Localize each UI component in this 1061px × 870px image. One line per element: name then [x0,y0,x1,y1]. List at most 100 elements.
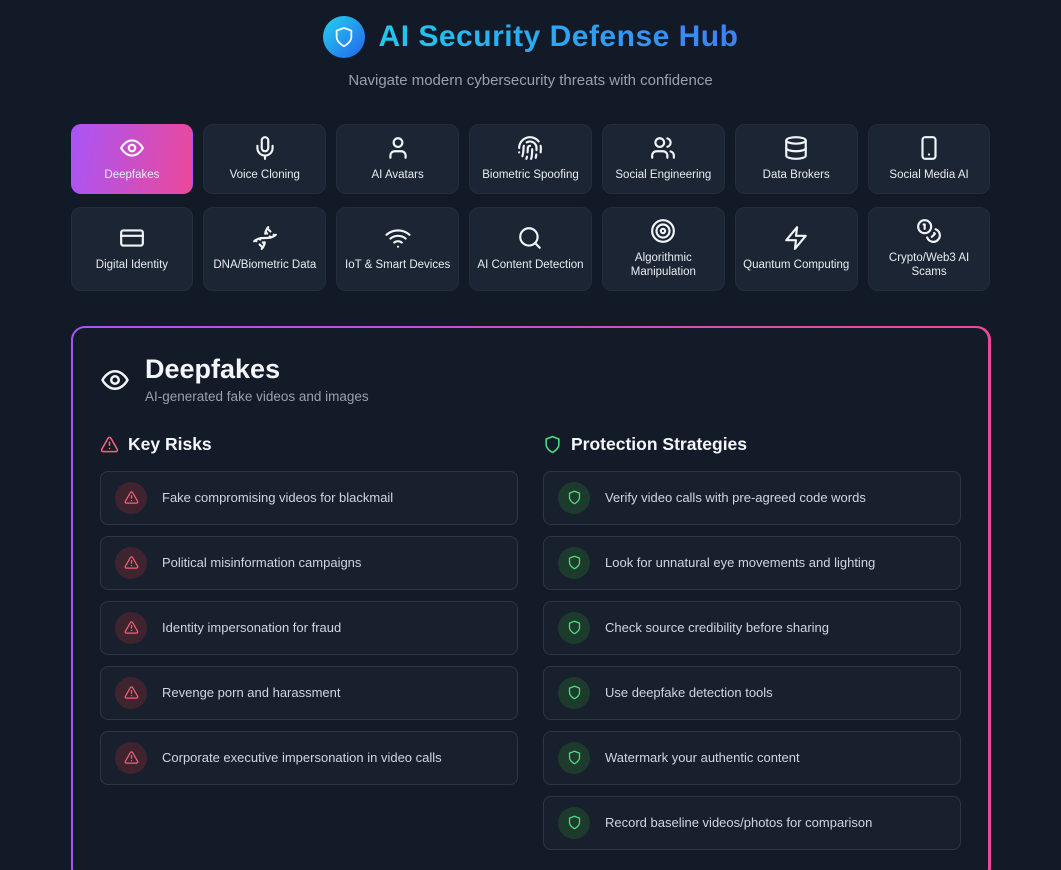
alert-triangle-icon [100,435,119,454]
category-label: AI Content Detection [477,259,584,272]
app-header: AI Security Defense Hub Navigate modern … [71,0,991,89]
alert-triangle-icon [115,741,147,774]
category-label: Social Media AI [889,169,969,182]
users-icon [650,135,676,161]
category-button-digital-identity[interactable]: Digital Identity [70,207,194,291]
risk-item: Corporate executive impersonation in vid… [100,730,518,785]
category-button-algorithmic-manipulation[interactable]: Algorithmic Manipulation [601,207,725,291]
risk-item-text: Corporate executive impersonation in vid… [162,750,442,766]
shield-icon [558,676,590,709]
strategy-item: Verify video calls with pre-agreed code … [543,470,961,525]
shield-icon [558,806,590,839]
risk-list: Fake compromising videos for blackmail P… [100,470,518,785]
category-label: Quantum Computing [743,259,850,272]
strategy-item-text: Check source credibility before sharing [605,620,829,636]
dna-icon [252,225,278,251]
detail-panel-header: Deepfakes AI-generated fake videos and i… [100,355,961,404]
title-row: AI Security Defense Hub [71,16,991,58]
risk-item-text: Revenge porn and harassment [162,685,341,701]
category-button-biometric-spoofing[interactable]: Biometric Spoofing [469,124,592,194]
risk-item-text: Identity impersonation for fraud [162,620,342,636]
category-button-quantum-computing[interactable]: Quantum Computing [734,207,858,291]
strategy-item-text: Use deepfake detection tools [605,685,773,701]
risk-item-text: Fake compromising videos for blackmail [162,490,394,506]
alert-triangle-icon [115,611,147,644]
strategy-item: Watermark your authentic content [543,730,961,785]
protection-strategies-title: Protection Strategies [571,433,748,454]
strategy-item-text: Look for unnatural eye movements and lig… [605,555,876,571]
mic-icon [252,135,278,161]
search-icon [517,225,543,251]
protection-strategies-column: Protection Strategies Verify video calls… [543,434,961,850]
smartphone-icon [916,135,942,161]
shield-icon [543,435,562,454]
alert-triangle-icon [115,676,147,709]
strategy-list: Verify video calls with pre-agreed code … [543,470,961,850]
detail-panel-frame: Deepfakes AI-generated fake videos and i… [70,325,991,870]
alert-triangle-icon [115,546,147,579]
category-button-voice-cloning[interactable]: Voice Cloning [203,124,327,194]
detail-title: Deepfakes [145,354,281,385]
shield-icon [558,611,590,644]
category-button-social-engineering[interactable]: Social Engineering [601,124,725,194]
detail-columns: Key Risks Fake compromising videos for b… [100,434,961,850]
fingerprint-icon [517,135,543,161]
category-button-crypto-web3-ai-scams[interactable]: Crypto/Web3 AI Scams [867,207,991,291]
key-risks-title: Key Risks [128,433,212,454]
category-button-ai-content-detection[interactable]: AI Content Detection [469,207,592,291]
risk-item: Revenge porn and harassment [100,665,518,720]
coins-icon [916,218,942,244]
credit-card-icon [119,225,145,251]
category-grid: Deepfakes Voice Cloning AI Avatars Biome… [70,124,991,291]
category-button-dna-biometric-data[interactable]: DNA/Biometric Data [203,207,327,291]
wifi-icon [385,225,411,251]
shield-icon [558,741,590,774]
category-label: IoT & Smart Devices [345,259,451,272]
page-title: AI Security Defense Hub [378,20,739,53]
category-label: Data Brokers [762,169,830,182]
detail-title-block: Deepfakes AI-generated fake videos and i… [145,355,369,404]
strategy-item: Check source credibility before sharing [543,600,961,655]
category-label: Deepfakes [104,169,160,182]
target-icon [650,218,676,244]
category-label: AI Avatars [371,169,424,182]
zap-icon [783,225,809,251]
key-risks-header: Key Risks [100,434,518,455]
shield-icon [558,481,590,514]
strategy-item: Look for unnatural eye movements and lig… [543,535,961,590]
category-label: Biometric Spoofing [482,169,579,182]
category-button-ai-avatars[interactable]: AI Avatars [336,124,460,194]
category-label: DNA/Biometric Data [213,259,317,272]
category-button-iot-smart-devices[interactable]: IoT & Smart Devices [336,207,460,291]
strategy-item: Use deepfake detection tools [543,665,961,720]
strategy-item-text: Watermark your authentic content [605,750,800,766]
eye-icon [119,135,145,161]
detail-panel: Deepfakes AI-generated fake videos and i… [73,328,988,870]
shield-icon [558,546,590,579]
strategy-item-text: Record baseline videos/photos for compar… [605,815,873,831]
key-risks-column: Key Risks Fake compromising videos for b… [100,434,518,850]
risk-item: Fake compromising videos for blackmail [100,470,518,525]
category-label: Algorithmic Manipulation [630,252,696,279]
category-button-social-media-ai[interactable]: Social Media AI [867,124,991,194]
detail-subtitle: AI-generated fake videos and images [145,388,369,404]
category-label: Digital Identity [95,259,169,272]
eye-icon [100,365,130,395]
category-button-data-brokers[interactable]: Data Brokers [734,124,858,194]
strategy-item: Record baseline videos/photos for compar… [543,795,961,850]
category-label: Voice Cloning [229,169,300,182]
category-label: Social Engineering [615,169,712,182]
risk-item: Political misinformation campaigns [100,535,518,590]
shield-logo-icon [322,16,365,58]
protection-strategies-header: Protection Strategies [543,434,961,455]
page: AI Security Defense Hub Navigate modern … [70,0,991,870]
category-button-deepfakes[interactable]: Deepfakes [70,124,194,194]
category-label: Crypto/Web3 AI Scams [888,252,970,279]
database-icon [783,135,809,161]
strategy-item-text: Verify video calls with pre-agreed code … [605,490,866,506]
page-subtitle: Navigate modern cybersecurity threats wi… [348,72,713,89]
user-icon [385,135,411,161]
alert-triangle-icon [115,481,147,514]
risk-item: Identity impersonation for fraud [100,600,518,655]
risk-item-text: Political misinformation campaigns [162,555,362,571]
